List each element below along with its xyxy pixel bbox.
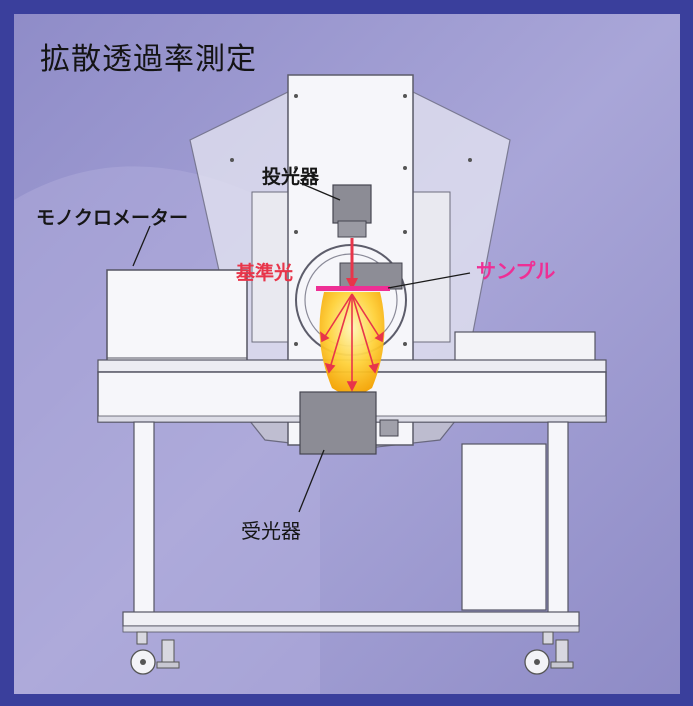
tower-screw (294, 342, 298, 346)
wing-screw (230, 158, 234, 162)
tower-screw (403, 166, 407, 170)
lower-shelf (122, 611, 580, 627)
left-leg (133, 421, 155, 615)
reference-light-arrowhead (346, 278, 358, 290)
leader-sample (387, 272, 471, 289)
right-caster (524, 631, 574, 675)
label-receiver: 受光器 (241, 519, 301, 543)
right-cabinet (461, 443, 547, 611)
tower-screw (403, 342, 407, 346)
tower-screw (403, 94, 407, 98)
lower-shelf-edge (122, 625, 580, 633)
receiver-connector (379, 419, 399, 437)
hood-left-box (251, 191, 293, 343)
sample-plate (316, 286, 390, 291)
tower-screw (294, 94, 298, 98)
label-monochromator: モノクロメーター (36, 207, 189, 229)
diffuse-rays (319, 293, 385, 392)
monochromator-box (106, 269, 248, 363)
label-projector: 投光器 (262, 166, 320, 188)
label-reference-light: 基準光 (236, 262, 294, 284)
hood-right-box (409, 191, 451, 343)
receiver-box (299, 391, 377, 455)
projector-body (332, 184, 372, 224)
label-sample: サンプル (476, 259, 556, 283)
sample-holder (339, 262, 403, 290)
projector-neck (337, 220, 367, 238)
wing-screw (468, 158, 472, 162)
diagram-title: 拡散透過率測定 (40, 42, 257, 77)
leader-monochromator (132, 225, 151, 267)
tower-screw (294, 230, 298, 234)
left-caster (130, 631, 180, 675)
right-leg (547, 421, 569, 615)
leader-receiver (298, 449, 325, 513)
tower-screw (294, 166, 298, 170)
tower-screw (403, 230, 407, 234)
leader-projector (299, 182, 341, 201)
